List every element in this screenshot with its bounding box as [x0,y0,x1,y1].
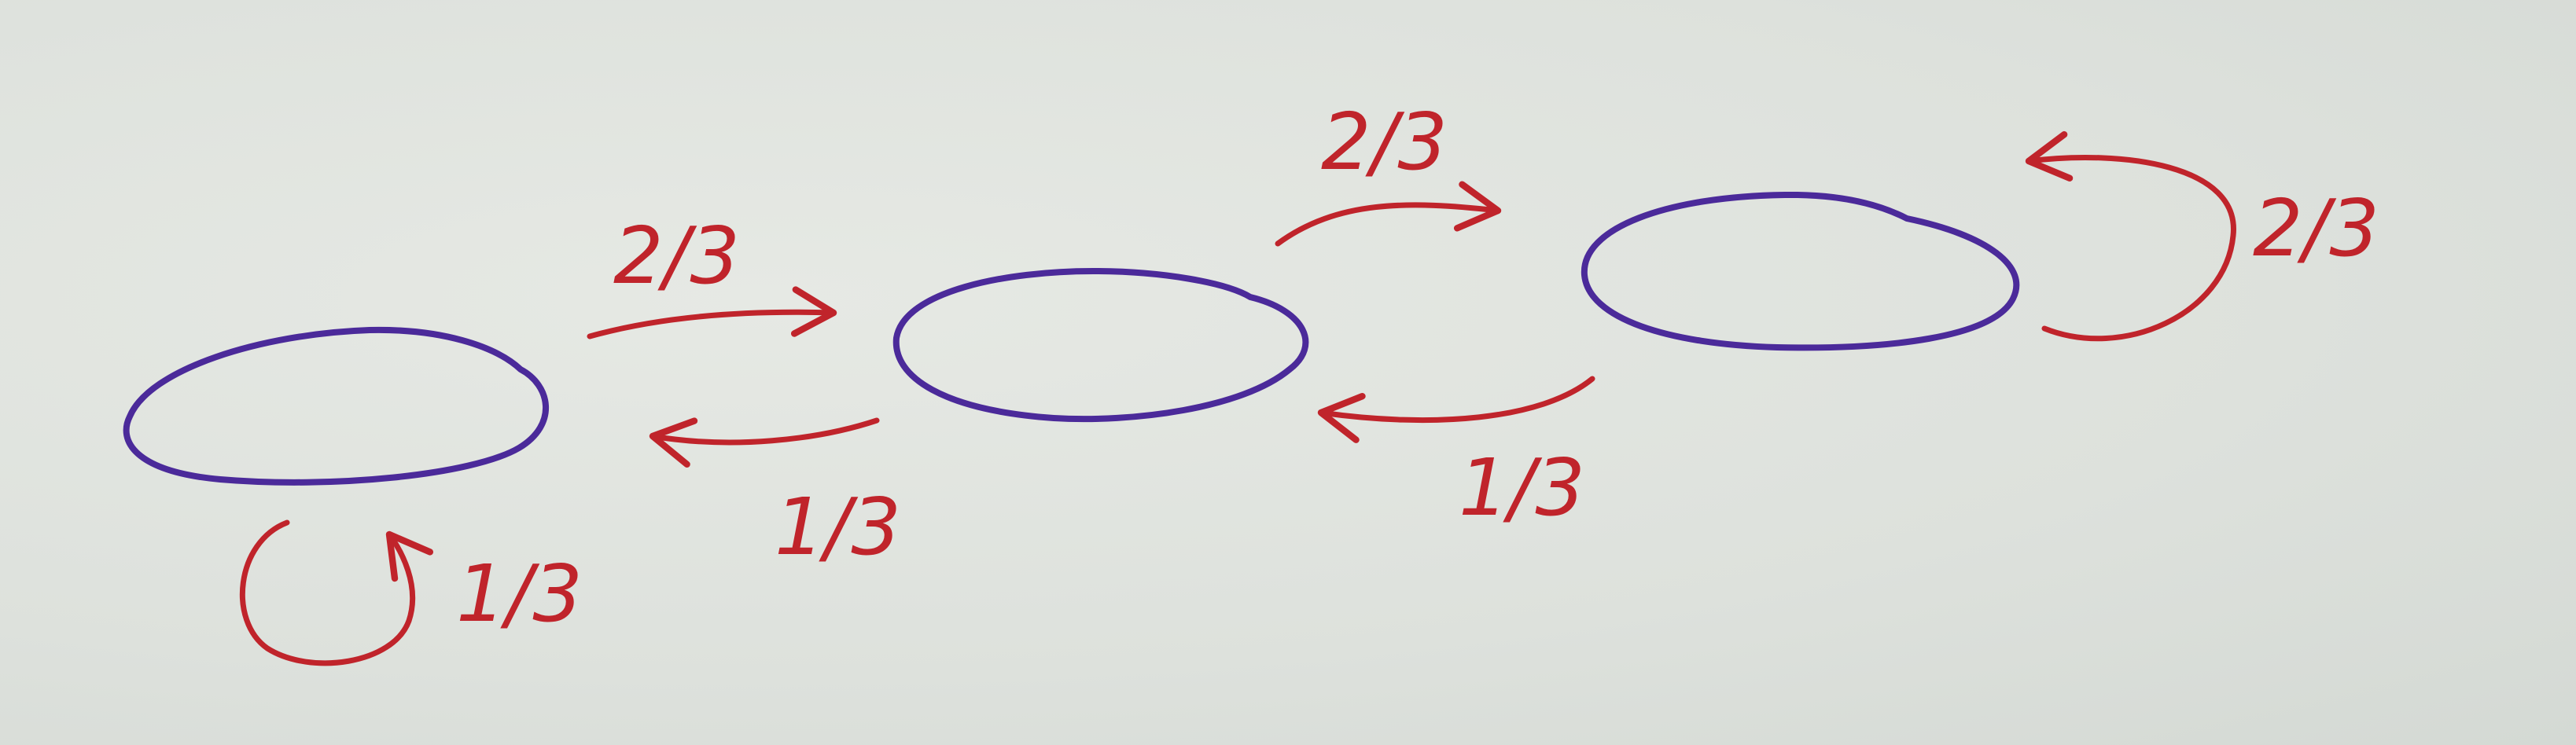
label-s2-to-s3: 2/3 [1321,96,1448,188]
label-s3-to-s2: 1/3 [1459,442,1585,534]
state-2 [892,267,1309,423]
label-s3-self: 2/3 [2253,182,2379,274]
state-3 [1581,191,2020,351]
label-s1-self: 1/3 [456,548,583,640]
arrow-s1-self [239,519,433,666]
state-1 [123,326,550,486]
label-s1-to-s2: 2/3 [613,210,740,302]
label-s2-to-s1: 1/3 [775,481,901,573]
arrow-s2-to-s3 [1275,181,1502,247]
arrow-s3-self [2025,130,2236,342]
arrow-s1-to-s2 [587,286,837,339]
arrow-s3-to-s2 [1317,376,1595,443]
arrow-s2-to-s1 [649,417,880,468]
